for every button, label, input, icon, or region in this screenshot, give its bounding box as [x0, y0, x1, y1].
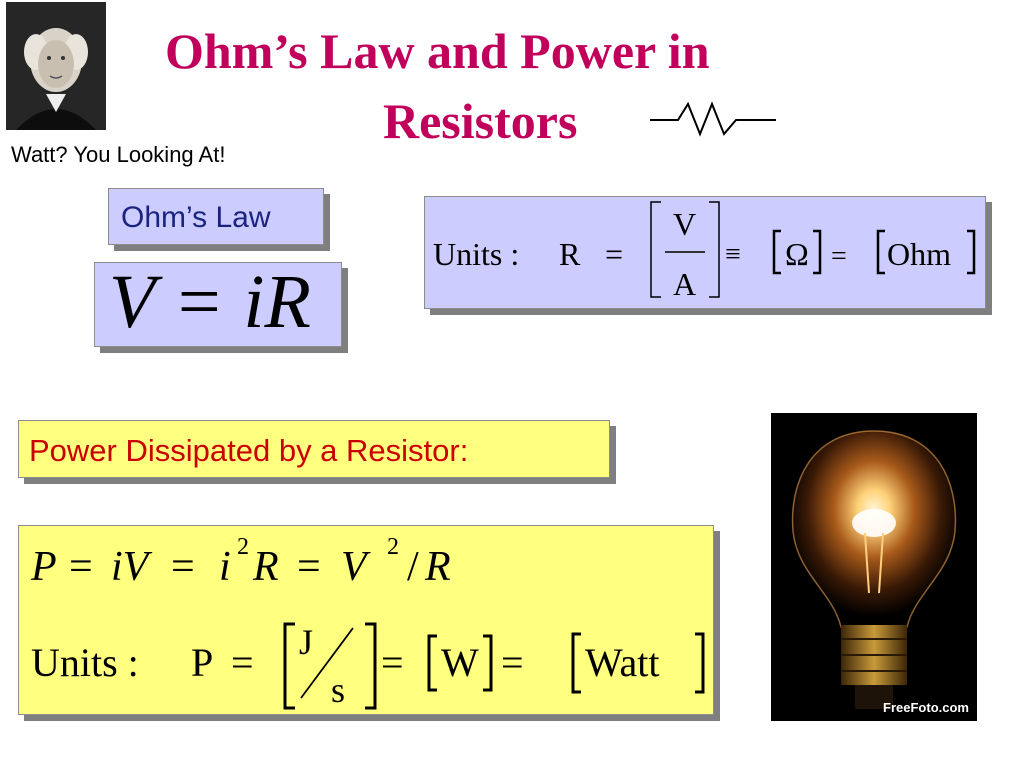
ohms-law-equation: V = iR	[109, 260, 311, 344]
units-denominator: A	[673, 266, 696, 302]
power-units-w: W	[441, 640, 479, 685]
power-eq-r1: R	[252, 544, 279, 590]
power-eq-equals-2: =	[171, 544, 195, 590]
units-numerator: V	[673, 206, 696, 242]
power-eq-square-2: 2	[387, 534, 399, 560]
resistance-units-box: Units : R = V A ≡ Ω = Ohm	[424, 196, 986, 309]
units-symbol-r: R	[559, 236, 581, 272]
power-eq-slash: /	[407, 544, 419, 590]
power-label: Power Dissipated by a Resistor:	[29, 433, 469, 468]
photo-watermark: FreeFoto.com	[883, 700, 969, 715]
units-equals-2: =	[831, 241, 847, 272]
page-title-line2: Resistors	[383, 93, 578, 149]
page-title-line1: Ohm’s Law and Power in	[165, 23, 710, 79]
ohms-law-label: Ohm’s Law	[121, 201, 271, 234]
power-units-j: J	[299, 622, 313, 662]
power-eq-p: P	[30, 544, 57, 590]
power-units-prefix: Units :	[31, 640, 139, 685]
power-label-box: Power Dissipated by a Resistor:	[18, 420, 610, 478]
power-eq-square-1: 2	[237, 534, 249, 560]
power-eq-r2: R	[424, 544, 451, 590]
units-equals: =	[605, 236, 623, 272]
ohms-law-equation-box: V = iR	[94, 260, 342, 347]
portrait-image	[6, 2, 106, 130]
power-units-equals-2: =	[381, 640, 404, 685]
power-eq-v: V	[341, 544, 371, 590]
power-units-symbol: P	[191, 640, 213, 685]
power-eq-iv: iV	[111, 544, 153, 590]
power-units-s: s	[331, 670, 345, 710]
power-eq-equals-3: =	[297, 544, 321, 590]
units-prefix: Units :	[433, 236, 519, 272]
power-units-equals-3: =	[501, 640, 524, 685]
power-equation-box: P = iV = i 2 R = V 2 / R Units : P = J s…	[18, 525, 714, 715]
portrait-caption: Watt? You Looking At!	[11, 142, 226, 167]
power-eq-equals-1: =	[69, 544, 93, 590]
ohms-law-label-box: Ohm’s Law	[108, 188, 324, 245]
power-eq-i: i	[219, 544, 231, 590]
resistor-icon	[648, 98, 778, 143]
power-units-watt: Watt	[585, 640, 660, 685]
power-units-equals: =	[231, 640, 254, 685]
light-bulb-photo: FreeFoto.com	[771, 413, 977, 721]
units-omega: Ω	[785, 236, 809, 272]
units-ohm: Ohm	[887, 236, 951, 272]
units-equiv: ≡	[725, 239, 741, 270]
